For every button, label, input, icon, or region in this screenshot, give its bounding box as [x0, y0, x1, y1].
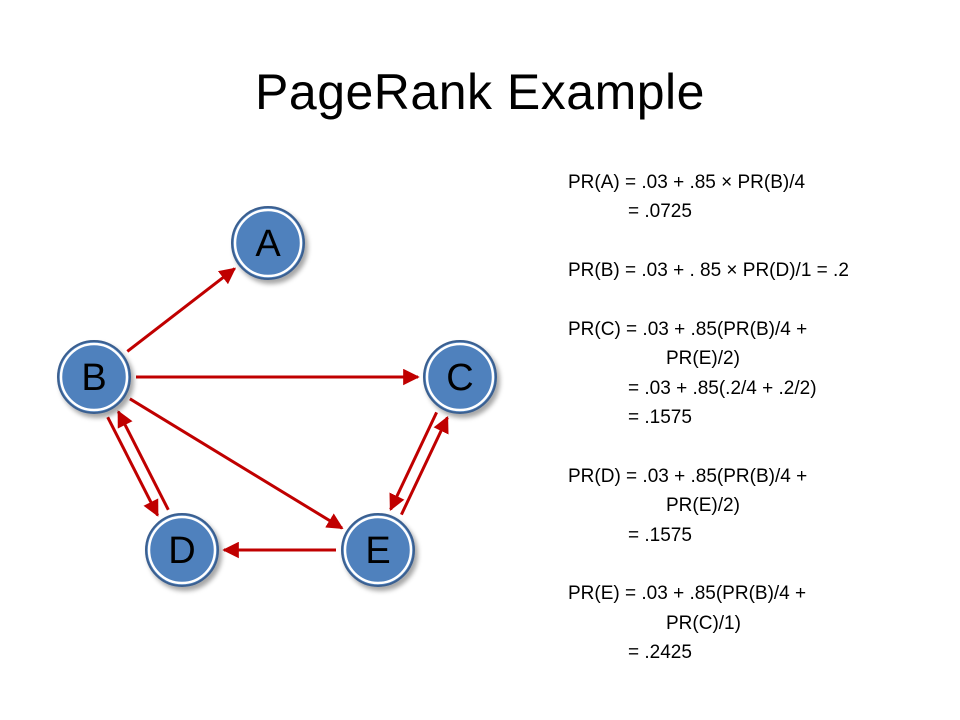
- equation-spacer: [568, 433, 849, 462]
- node-circle: [423, 340, 497, 414]
- node-label: A: [255, 223, 281, 265]
- node-a: A: [231, 206, 305, 280]
- equation-line: PR(D) = .03 + .85(PR(B)/4 +: [568, 465, 808, 487]
- equation-line: = .03 + .85(.2/4 + .2/2): [628, 377, 817, 399]
- page-title: PageRank Example: [255, 64, 705, 120]
- node-label: E: [365, 530, 390, 572]
- node-circle: [145, 513, 219, 587]
- equation-line: PR(C) = .03 + .85(PR(B)/4 +: [568, 318, 808, 340]
- node-b: B: [57, 340, 131, 414]
- equation-line: PR(B) = .03 + . 85 × PR(D)/1 = .2: [568, 260, 849, 282]
- equation-spacer: [568, 550, 849, 579]
- edge-b-to-d: [106, 416, 159, 517]
- edge-d-to-b: [117, 410, 170, 511]
- node-c: C: [423, 340, 497, 414]
- equation-spacer: [568, 227, 849, 256]
- edge-c-to-e: [389, 411, 438, 511]
- node-e: E: [341, 513, 415, 587]
- equation-line: PR(E)/2): [666, 495, 740, 517]
- node-label: C: [446, 357, 473, 399]
- edge-b-to-a: [126, 267, 237, 353]
- equation-line: = .1575: [628, 524, 692, 546]
- node-ring: [147, 515, 217, 585]
- node-d: D: [145, 513, 219, 587]
- equation-line: PR(E)/2): [666, 348, 740, 370]
- edge-b-to-e: [129, 397, 344, 530]
- equation-line: = .0725: [628, 201, 692, 223]
- edges: [106, 267, 449, 559]
- equation-line: PR(A) = .03 + .85 × PR(B)/4: [568, 172, 806, 193]
- node-ring: [233, 208, 303, 278]
- equation-line: = .1575: [628, 407, 692, 429]
- nodes: A B C D E: [57, 206, 497, 587]
- node-label: B: [81, 357, 106, 399]
- node-ring: [425, 342, 495, 412]
- equation-line: PR(E) = .03 + .85(PR(B)/4 +: [568, 583, 807, 605]
- equation-line: = .2425: [628, 642, 692, 664]
- node-circle: [231, 206, 305, 280]
- node-circle: [341, 513, 415, 587]
- equation-spacer: [568, 286, 849, 315]
- edge-e-to-c: [400, 416, 449, 516]
- node-circle: [57, 340, 131, 414]
- equation-line: PR(C)/1): [666, 612, 741, 634]
- node-label: D: [168, 530, 195, 572]
- node-ring: [59, 342, 129, 412]
- node-ring: [343, 515, 413, 585]
- pagerank-graph: A B C D E: [57, 206, 497, 587]
